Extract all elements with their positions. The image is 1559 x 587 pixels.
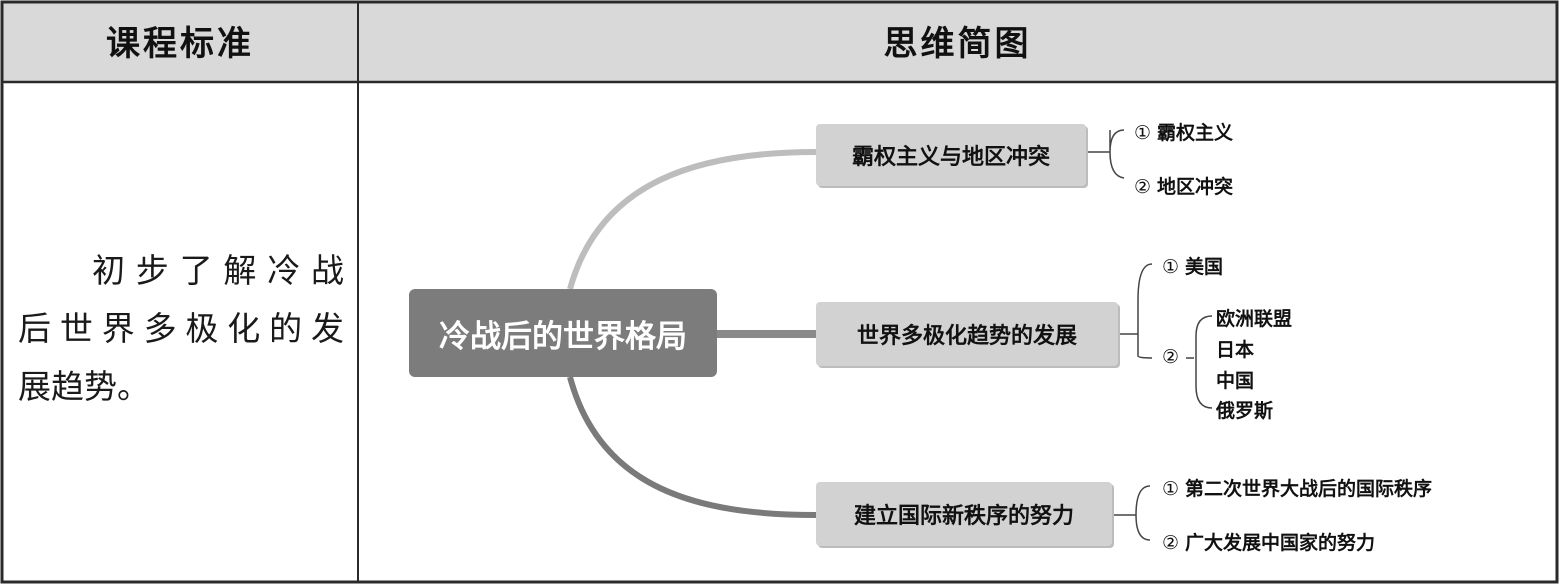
header-mind-map: 思维简图 [883,24,1032,64]
bracket-branch-1 [1086,129,1125,179]
connector-branch-1 [567,149,817,290]
standard-line-2: 后世界多极化的发 [18,309,344,348]
branch-1: 霸权主义与地区冲突 [816,124,1086,186]
bracket-branch-2 [1118,263,1153,359]
group-item-china: 中国 [1216,370,1255,392]
mindmap-root: 冷战后的世界格局 [409,289,717,377]
standard-line-3: 展趋势。 [18,367,150,406]
standard-line-1: 初步了解冷战 [92,251,344,290]
bracket-group [1186,315,1213,409]
group-item-russia: 俄罗斯 [1216,400,1274,422]
leaf-2-2-number: ② [1162,346,1180,368]
branch-3: 建立国际新秩序的努力 [816,482,1112,546]
table-header-band [2,2,1557,82]
bracket-branch-3 [1112,485,1151,541]
connector-branch-3 [567,376,817,518]
course-standard-text: 初步了解冷战 后世界多极化的发 展趋势。 [18,242,344,416]
group-item-eu: 欧洲联盟 [1216,308,1293,330]
header-course-standard: 课程标准 [106,24,254,64]
group-item-japan: 日本 [1216,339,1255,361]
branch-2: 世界多极化趋势的发展 [816,302,1118,366]
